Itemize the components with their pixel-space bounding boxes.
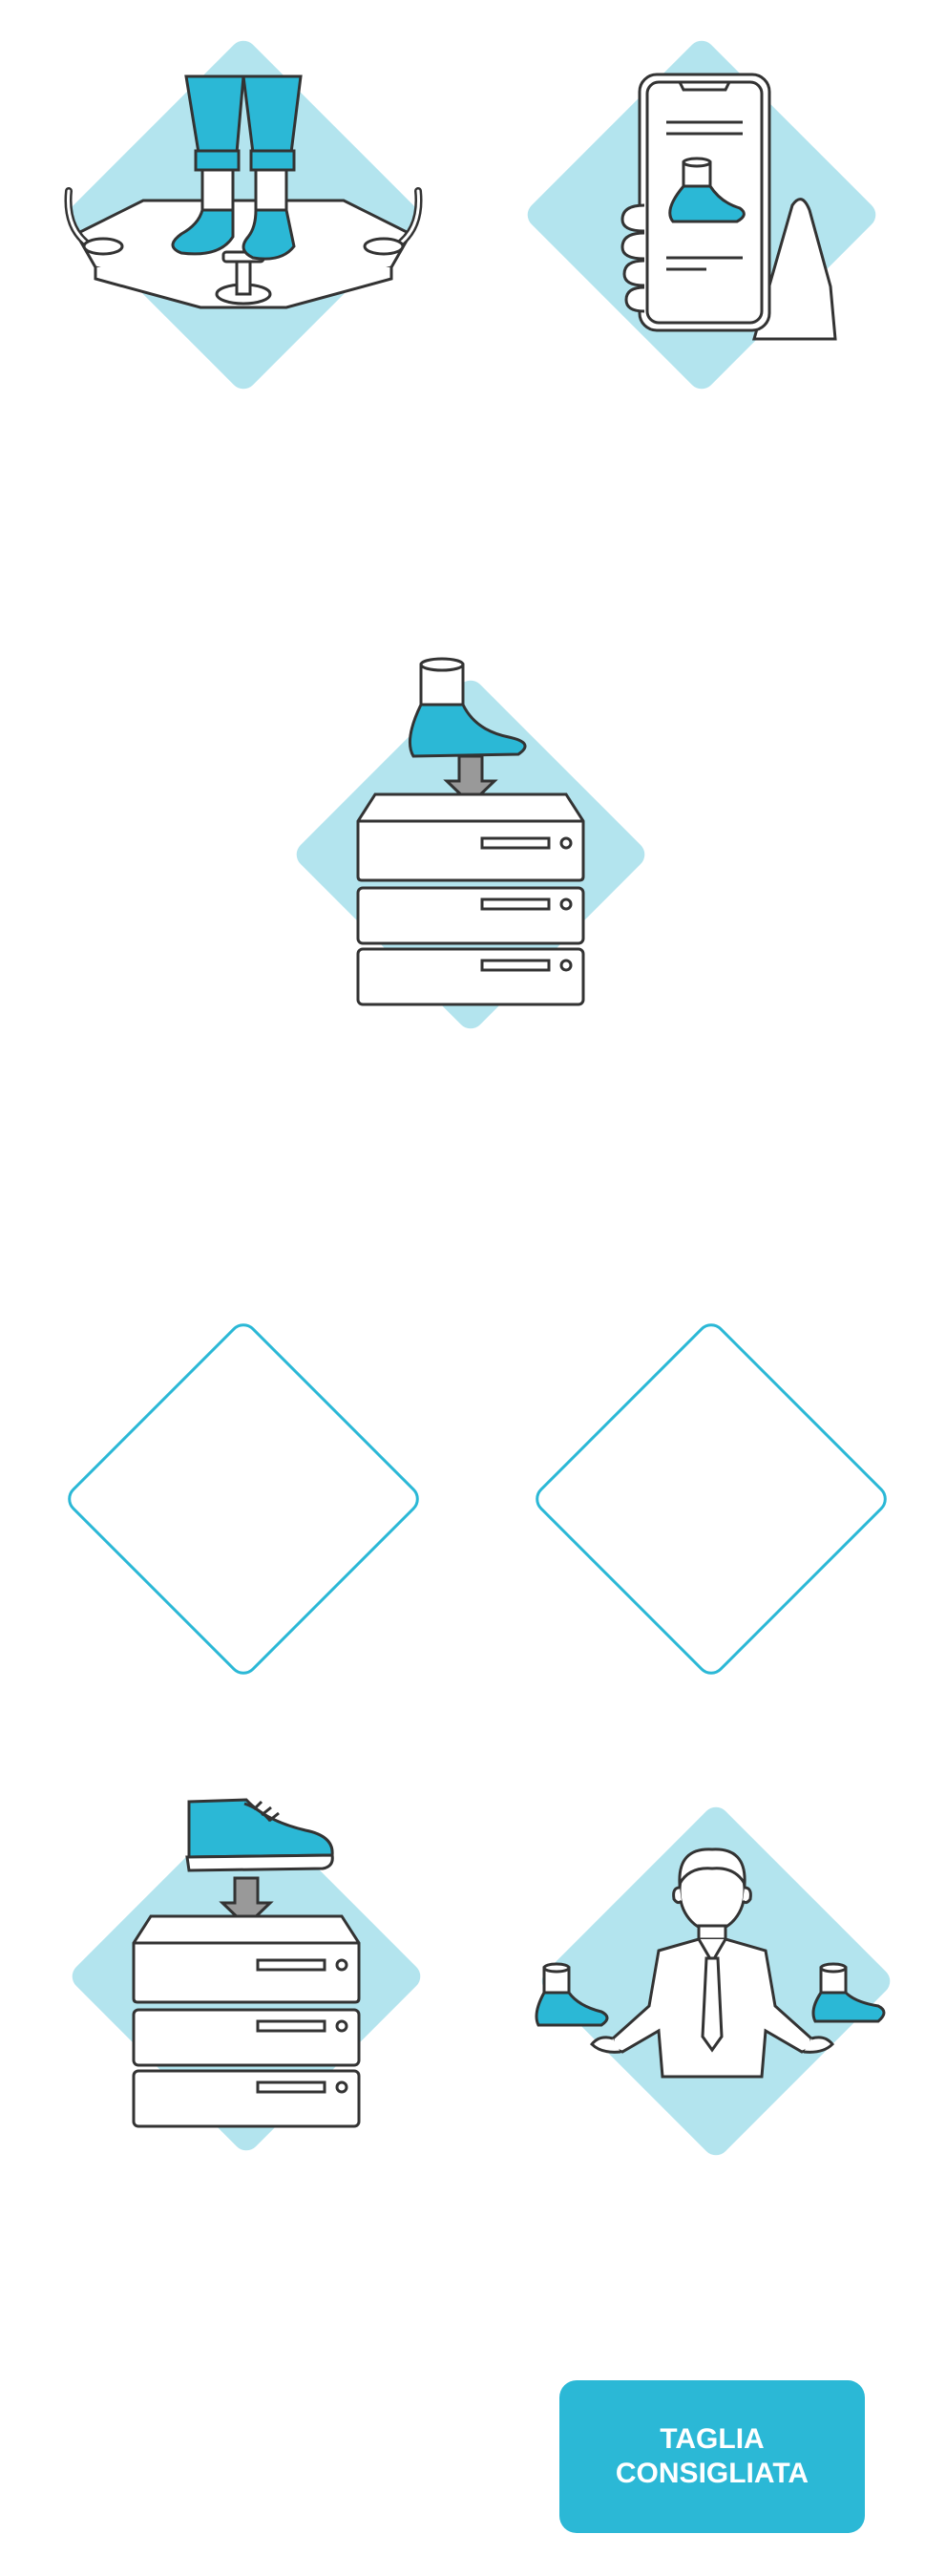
recommended-size-label: TAGLIA CONSIGLIATA bbox=[616, 2422, 809, 2491]
recommended-size-button[interactable]: TAGLIA CONSIGLIATA bbox=[559, 2380, 865, 2533]
foot-to-database-icon bbox=[296, 657, 645, 1029]
foot-database-illustration bbox=[280, 649, 662, 1050]
shoe-to-database-icon bbox=[72, 1798, 421, 2151]
empty-diamond-frame bbox=[536, 1323, 887, 1675]
shoe-database-illustration bbox=[55, 1771, 437, 2172]
foot-scanner-illustration bbox=[57, 29, 430, 401]
smartphone-scan-illustration bbox=[515, 29, 888, 401]
empty-diamond-left bbox=[57, 1313, 430, 1685]
advisor-comparing-feet-icon bbox=[535, 1806, 891, 2156]
empty-diamond-right bbox=[525, 1313, 897, 1685]
foot-scanner-platform-icon bbox=[64, 40, 423, 390]
empty-diamond-frame bbox=[68, 1323, 419, 1675]
cta-line-2: CONSIGLIATA bbox=[615, 2458, 809, 2489]
cta-line-1: TAGLIA bbox=[660, 2423, 765, 2455]
advisor-illustration bbox=[525, 1781, 907, 2182]
smartphone-foot-scan-icon bbox=[527, 40, 876, 390]
